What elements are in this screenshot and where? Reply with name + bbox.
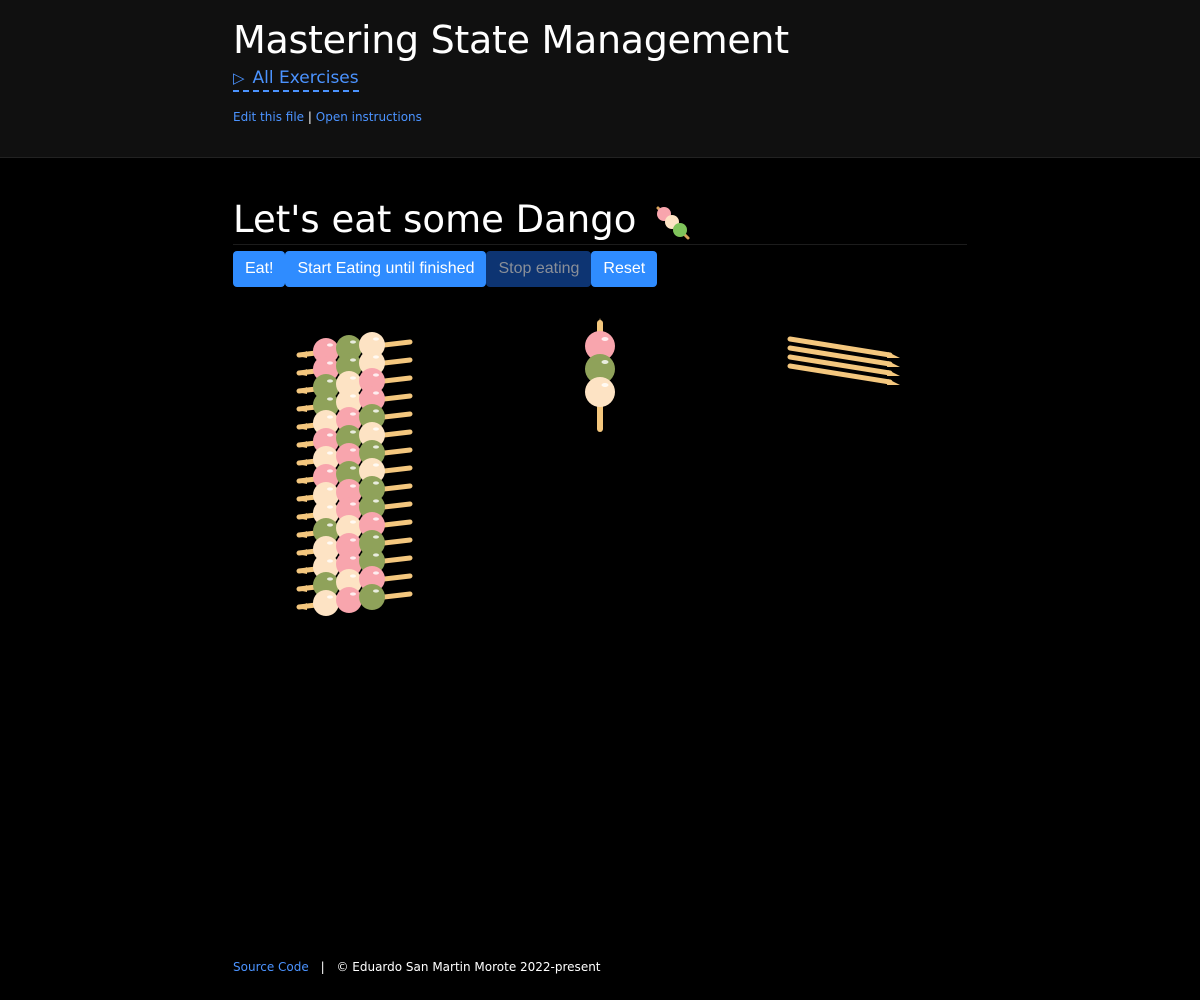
current-dango (585, 318, 615, 432)
button-row: Eat! Start Eating until finished Stop ea… (233, 251, 658, 287)
disclosure-triangle-icon: ▷ (233, 69, 245, 87)
dango-skewer (296, 458, 413, 490)
dango-plate (296, 332, 413, 616)
dango-skewer (296, 368, 413, 400)
dango-skewer (296, 476, 413, 508)
edit-file-link[interactable]: Edit this file (233, 110, 305, 124)
copyright-text: © Eduardo San Martin Morote 2022-present (336, 960, 601, 974)
dango-skewer (296, 548, 413, 580)
header-links: Edit this file | Open instructions (233, 110, 422, 124)
dango-skewer (296, 494, 413, 526)
empty-stick (787, 336, 900, 358)
footer-separator: | (320, 960, 325, 974)
empty-stick (787, 363, 900, 385)
dango-icon (656, 206, 690, 239)
open-instructions-link[interactable]: Open instructions (315, 110, 422, 124)
footer: Source Code | © Eduardo San Martin Morot… (233, 960, 601, 974)
empty-stick (787, 345, 900, 367)
all-exercises-link[interactable]: ▷ All Exercises (233, 68, 359, 92)
dango-skewer (296, 332, 413, 364)
top-header (0, 0, 1200, 158)
dango-skewer (296, 440, 413, 472)
dango-skewer (296, 350, 413, 382)
eaten-sticks (787, 336, 900, 385)
dango-skewer (585, 318, 615, 432)
link-separator: | (307, 110, 312, 124)
page-title: Let's eat some Dango (233, 198, 967, 245)
reset-button[interactable]: Reset (591, 251, 658, 287)
start-eating-button[interactable]: Start Eating until finished (285, 251, 487, 287)
stop-eating-button[interactable]: Stop eating (486, 251, 592, 287)
dango-skewer (296, 422, 413, 454)
dango-skewer (296, 584, 413, 616)
dango-skewer (296, 512, 413, 544)
dango-skewer (296, 386, 413, 418)
dango-skewer (296, 404, 413, 436)
eat-button[interactable]: Eat! (233, 251, 286, 287)
page-title-text: Let's eat some Dango (233, 198, 637, 241)
site-title: Mastering State Management (233, 18, 789, 62)
all-exercises-label: All Exercises (252, 68, 359, 88)
dango-skewer (296, 566, 413, 598)
empty-stick (787, 354, 900, 376)
dango-skewer (296, 530, 413, 562)
source-code-link[interactable]: Source Code (233, 960, 309, 974)
